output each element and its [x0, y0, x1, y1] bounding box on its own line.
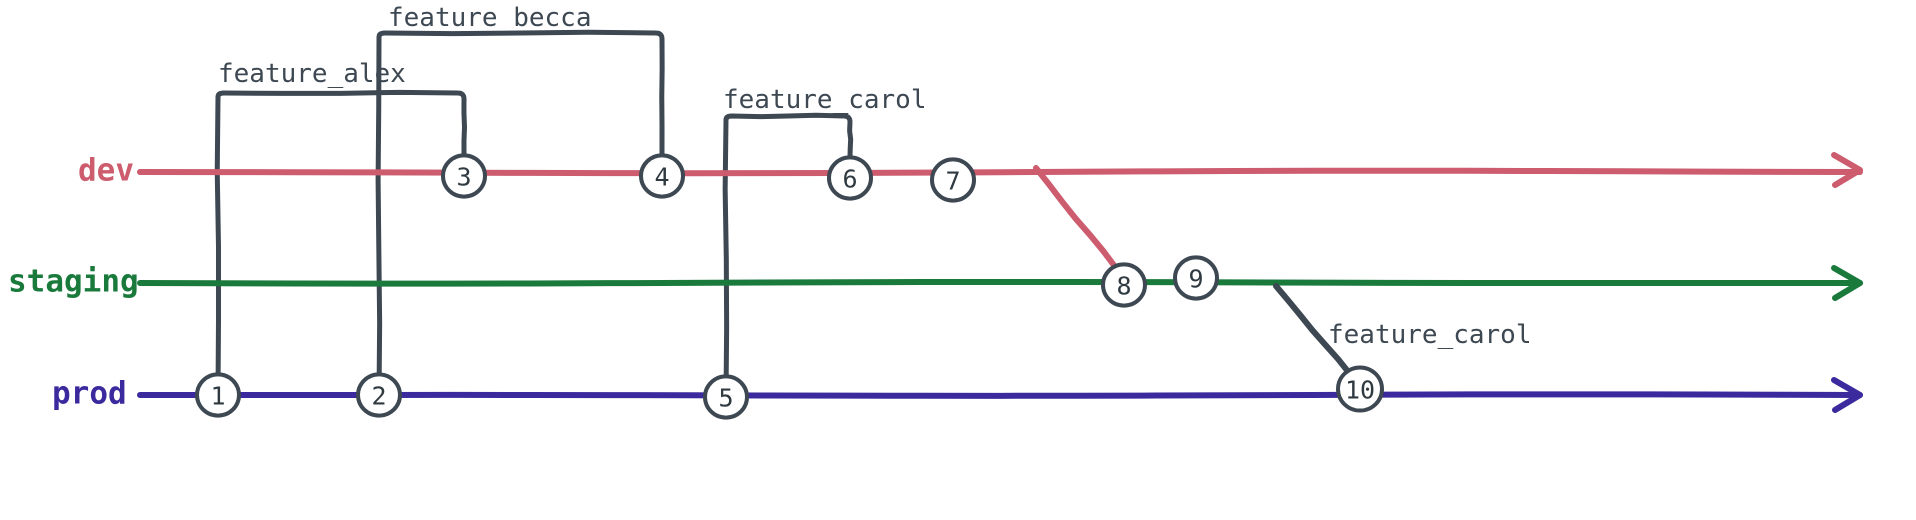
commit-label-4: 4: [654, 163, 669, 192]
commit-node-10[interactable]: 10: [1336, 365, 1384, 413]
branch-line-prod: [137, 391, 1863, 399]
label-layer: dev staging prod feature_alex feature_beccaf…: [8, 3, 1532, 412]
commit-circle-9: [1173, 255, 1219, 301]
merge-line-dev-to-staging: [1033, 165, 1119, 271]
arrowhead-icon-prod: [1831, 377, 1863, 413]
commit-node-9[interactable]: 9: [1173, 255, 1219, 301]
commit-label-9: 9: [1188, 265, 1203, 294]
commit-circle-6: [827, 155, 873, 201]
commit-node-8[interactable]: 8: [1101, 262, 1147, 308]
commit-label-1: 1: [210, 382, 225, 411]
commit-node-4[interactable]: 4: [639, 153, 685, 199]
merge-layer: [1033, 165, 1353, 377]
commit-node-5[interactable]: 5: [703, 374, 749, 420]
commit-node-2[interactable]: 2: [356, 372, 402, 418]
merge-label-staging-to-prod: feature_carol: [1328, 320, 1532, 350]
branch-line-dev: [137, 167, 1863, 177]
merge-line-staging-to-prod: [1273, 283, 1353, 377]
arrowhead-icon-dev: [1831, 152, 1863, 188]
branch-label-staging: staging: [8, 264, 139, 300]
commit-label-8: 8: [1116, 272, 1131, 301]
commit-node-6[interactable]: 6: [827, 155, 873, 201]
commit-circle-1: [195, 372, 241, 418]
commit-label-3: 3: [456, 163, 471, 192]
commit-label-2: 2: [371, 382, 386, 411]
feature-label-feature-becca: feature_becca: [388, 3, 592, 33]
arrowhead-icon-staging: [1831, 265, 1863, 301]
commit-node-1[interactable]: 1: [195, 372, 241, 418]
commit-node-layer: 1 2 3 4 5 6 7 8 9 10: [195, 153, 1384, 420]
commit-node-3[interactable]: 3: [441, 153, 487, 199]
branch-label-prod: prod: [52, 376, 127, 412]
commit-circle-7: [930, 157, 976, 203]
branch-label-dev: dev: [78, 153, 134, 189]
feature-label-feature-carol-prod: feature_carol: [723, 85, 927, 115]
commit-node-7[interactable]: 7: [930, 157, 976, 203]
feature-branch-feature-alex: [214, 89, 468, 396]
commit-label-10: 10: [1345, 376, 1375, 405]
commit-label-7: 7: [945, 167, 960, 196]
commit-label-5: 5: [718, 384, 733, 413]
commit-circle-8: [1101, 262, 1147, 308]
commit-circle-10: [1336, 365, 1384, 413]
feature-branch-feature-carol-prod: [722, 112, 854, 398]
feature-branch-layer: [214, 29, 854, 398]
feature-label-feature-alex: feature_alex: [218, 59, 406, 89]
branch-line-staging: [137, 278, 1863, 287]
branch-lane-layer: [137, 167, 1863, 399]
commit-circle-2: [356, 372, 402, 418]
feature-branch-feature-becca: [375, 29, 665, 396]
commit-circle-3: [441, 153, 487, 199]
commit-circle-5: [703, 374, 749, 420]
arrowhead-layer: [1831, 152, 1863, 413]
commit-circle-4: [639, 153, 685, 199]
commit-label-6: 6: [842, 165, 857, 194]
